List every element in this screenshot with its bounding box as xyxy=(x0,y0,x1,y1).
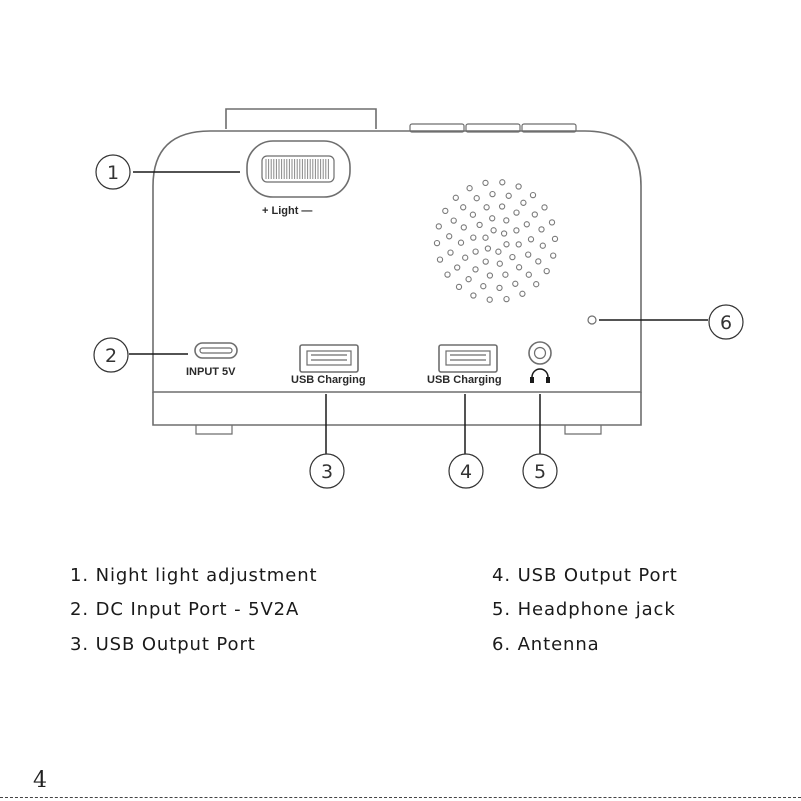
device-base xyxy=(153,392,641,425)
callout-2-label: 2 xyxy=(105,345,117,367)
night-light-wheel xyxy=(247,141,350,197)
usb-left-label: USB Charging xyxy=(291,374,366,386)
callout-3-label: 3 xyxy=(321,461,333,483)
headphone-icon xyxy=(530,369,550,383)
callout-3: 3 xyxy=(310,454,344,488)
usb-port-left xyxy=(300,345,358,372)
page-number: 4 xyxy=(33,768,47,793)
usb-port-right xyxy=(439,345,497,372)
legend-item-2: 2. DC Input Port - 5V2A xyxy=(70,599,299,620)
speaker-grille xyxy=(434,180,557,303)
callout-1: 1 xyxy=(96,155,130,189)
legend-item-6: 6. Antenna xyxy=(492,634,600,655)
legend-item-3: 3. USB Output Port xyxy=(70,634,256,655)
headphone-jack xyxy=(529,342,551,364)
callout-5: 5 xyxy=(523,454,557,488)
light-label: + Light — xyxy=(262,205,312,217)
callout-4-label: 4 xyxy=(460,461,472,483)
callout-4: 4 xyxy=(449,454,483,488)
device-top-details xyxy=(226,109,576,132)
usb-right-label: USB Charging xyxy=(427,374,502,386)
callout-6-label: 6 xyxy=(720,312,732,334)
callout-1-label: 1 xyxy=(107,162,119,184)
callout-2: 2 xyxy=(94,338,128,372)
callout-5-label: 5 xyxy=(534,461,546,483)
legend-item-1: 1. Night light adjustment xyxy=(70,565,317,586)
usb-c-port xyxy=(195,343,237,358)
input-label: INPUT 5V xyxy=(186,366,236,378)
antenna-hole xyxy=(588,316,596,324)
legend-item-5: 5. Headphone jack xyxy=(492,599,676,620)
bottom-rule xyxy=(0,797,801,798)
legend-item-4: 4. USB Output Port xyxy=(492,565,678,586)
callout-6: 6 xyxy=(709,305,743,339)
leader-lines xyxy=(129,172,708,455)
